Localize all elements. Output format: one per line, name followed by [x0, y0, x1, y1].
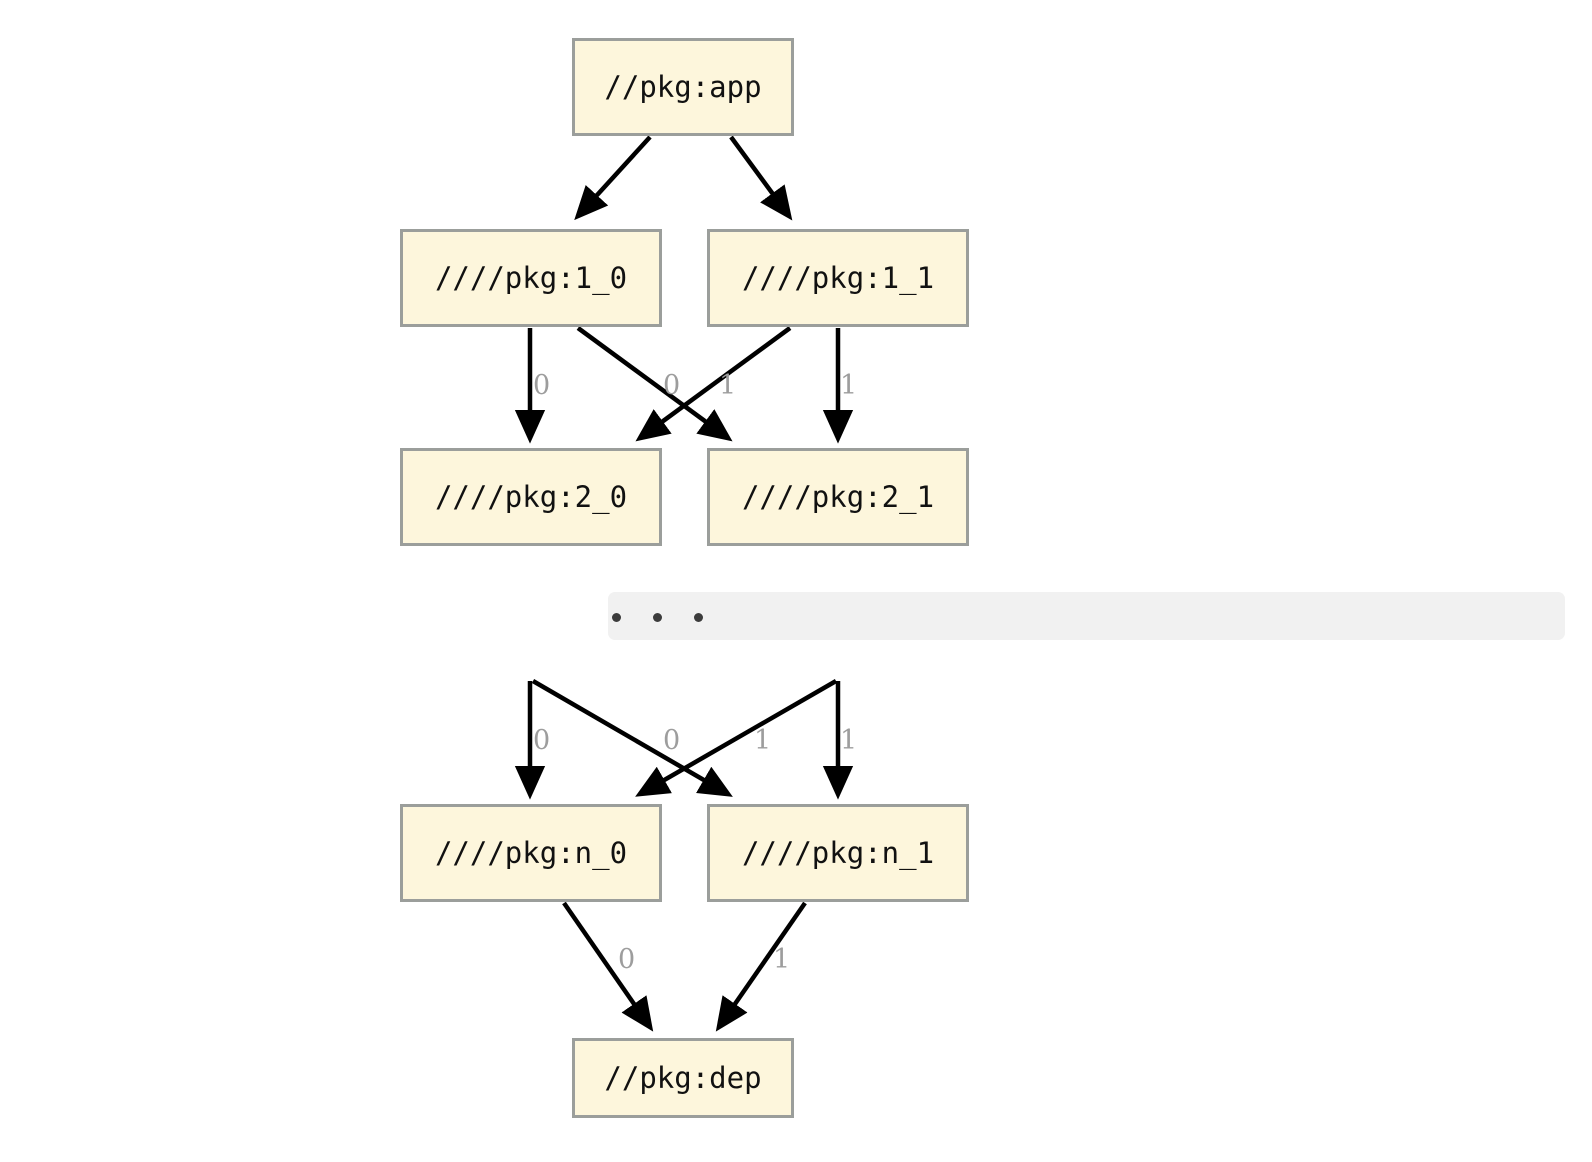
edge-n_0-to-dep: [562, 901, 654, 1032]
node-pkg-n_0[interactable]: ////pkg:n_0: [400, 804, 662, 902]
node-label-pkg-1_1: ////pkg:1_1: [741, 260, 935, 295]
ellipsis-dot-1: [612, 613, 621, 622]
node-pkg-n_1[interactable]: ////pkg:n_1: [707, 804, 969, 902]
node-app[interactable]: //pkg:app: [572, 38, 794, 136]
edge-label-7: 1: [840, 725, 858, 756]
edge-label-4: 0: [533, 725, 551, 756]
node-dep[interactable]: //pkg:dep: [572, 1038, 794, 1118]
edge-label-9: 1: [773, 944, 791, 975]
edge-1_0-to-2_1: [576, 326, 733, 442]
node-pkg-1_1[interactable]: ////pkg:1_1: [707, 229, 969, 327]
node-label-app: //pkg:app: [604, 69, 762, 104]
node-label-pkg-1_0: ////pkg:1_0: [434, 260, 628, 295]
node-pkg-2_0[interactable]: ////pkg:2_0: [400, 448, 662, 546]
edge-label-3: 1: [840, 370, 858, 401]
edge-n_1-to-dep: [715, 901, 807, 1032]
edge-label-5: 0: [663, 725, 681, 756]
node-label-pkg-n_1: ////pkg:n_1: [741, 835, 935, 870]
node-label-pkg-2_0: ////pkg:2_0: [434, 479, 628, 514]
edge-label-6: 1: [754, 725, 772, 756]
edge-elided0-to-n_1: [531, 679, 733, 797]
edge-label-0: 0: [533, 370, 551, 401]
node-label-pkg-n_0: ////pkg:n_0: [434, 835, 628, 870]
node-pkg-1_0[interactable]: ////pkg:1_0: [400, 229, 662, 327]
ellipsis-dot-3: [694, 613, 703, 622]
edge-label-8: 0: [618, 944, 636, 975]
elided-nodes-dots: [612, 613, 735, 622]
elided-nodes-band: [608, 592, 1565, 640]
edge-label-2: 1: [719, 370, 737, 401]
node-pkg-2_1[interactable]: ////pkg:2_1: [707, 448, 969, 546]
node-label-pkg-2_1: ////pkg:2_1: [741, 479, 935, 514]
ellipsis-dot-2: [653, 613, 662, 622]
edge-label-1: 0: [663, 370, 681, 401]
node-label-dep: //pkg:dep: [604, 1060, 762, 1095]
edge-app-to-1_0: [574, 135, 652, 221]
edge-app-to-1_1: [729, 135, 793, 221]
